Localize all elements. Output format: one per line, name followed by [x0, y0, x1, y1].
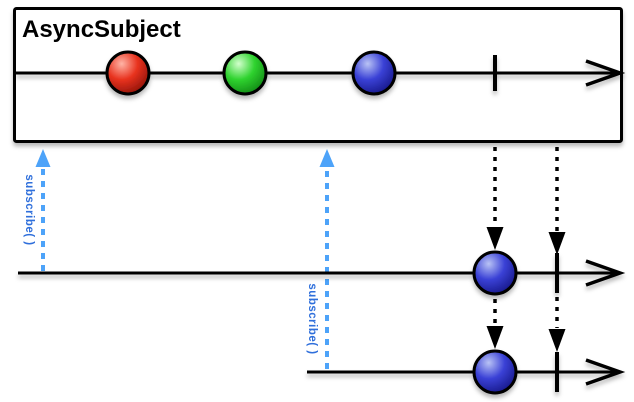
observer2-timeline-group: [307, 349, 626, 395]
complete-emission-arrowhead-icon: [548, 329, 566, 352]
subscribe-arrowhead-icon: [319, 149, 335, 167]
source-marble-blue: [351, 50, 397, 96]
next-emission-arrowhead-icon: [486, 227, 504, 250]
subscribe-arrowhead-icon: [35, 149, 51, 167]
next-emission-arrowhead-icon: [486, 326, 504, 349]
source-timeline-arrowhead-icon: [585, 59, 626, 87]
observer1-timeline-arrowhead-icon: [585, 259, 626, 287]
emission-arrows-observer1: [486, 147, 566, 255]
observer1-timeline-group: [18, 250, 626, 296]
subscribe-arrow-1: [35, 149, 51, 271]
observer2-timeline-arrowhead-icon: [585, 358, 626, 386]
source-marble-red: [105, 50, 151, 96]
complete-emission-arrowhead-icon: [548, 232, 566, 255]
emission-arrows-observer2: [486, 297, 566, 352]
subject-title: AsyncSubject: [22, 16, 181, 43]
subject-box: [13, 7, 623, 143]
subscribe-arrow-2: [319, 149, 335, 369]
observer2-marble-blue: [472, 349, 518, 395]
subscribe-label-1: subscribe( ): [23, 174, 35, 245]
source-marble-green: [222, 50, 268, 96]
observer1-marble-blue: [472, 250, 518, 296]
subscribe-label-2: subscribe( ): [306, 283, 318, 354]
